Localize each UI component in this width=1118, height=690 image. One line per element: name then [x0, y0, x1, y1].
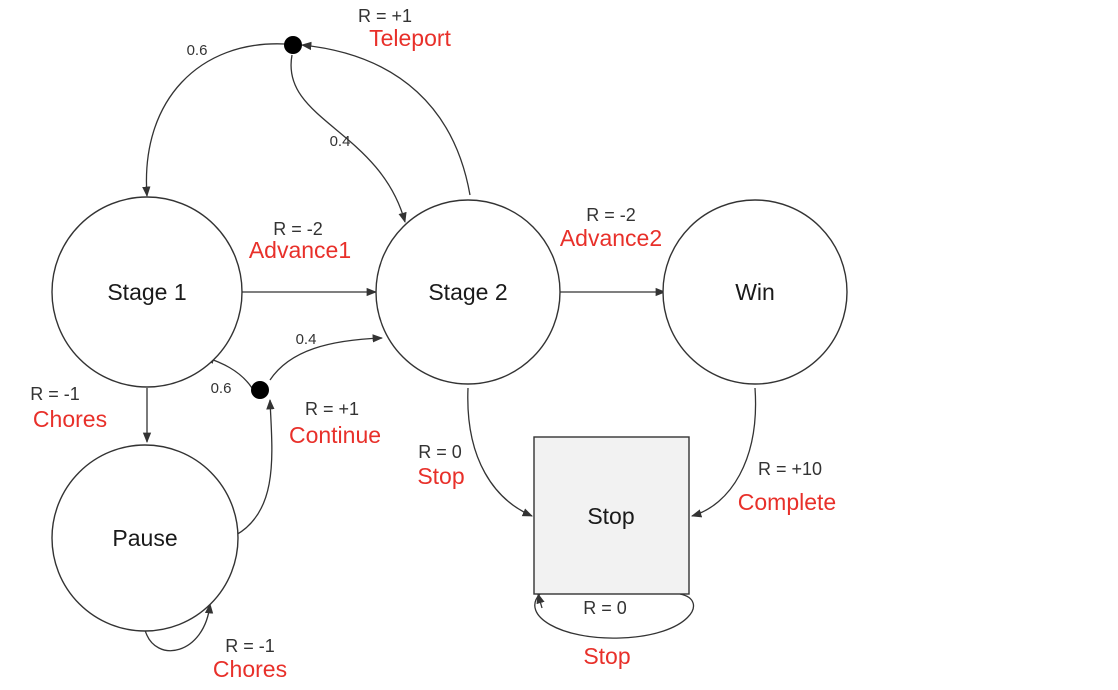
stop-stage2-reward: R = 0 [418, 442, 462, 462]
chores-stage1-action: Chores [33, 406, 107, 432]
teleport-chance-node [284, 36, 302, 54]
edge-stop-self-loop [534, 593, 694, 639]
stop-loop-action: Stop [583, 643, 630, 669]
advance1-action: Advance1 [249, 237, 351, 263]
edge-stage2-to-stop [467, 387, 533, 517]
state-stop-label: Stop [587, 503, 634, 529]
edge-pause-self-loop [144, 602, 214, 652]
teleport-action: Teleport [369, 25, 451, 51]
teleport-reward: R = +1 [358, 6, 412, 26]
advance2-reward: R = -2 [586, 205, 636, 225]
edge-continue-to-stage2 [269, 334, 384, 381]
state-stage1: Stage 1 [51, 196, 243, 388]
state-stop: Stop [533, 436, 690, 595]
state-win-label: Win [735, 279, 775, 305]
edge-teleport-to-stage2 [290, 54, 407, 224]
continue-action: Continue [289, 422, 381, 448]
continue-chance-node [251, 381, 269, 399]
advance1-reward: R = -2 [273, 219, 323, 239]
continue-prob-stage2: 0.4 [296, 331, 317, 348]
stop-stage2-action: Stop [417, 463, 464, 489]
state-stage2: Stage 2 [375, 199, 561, 385]
state-pause: Pause [51, 444, 239, 632]
teleport-prob-stage1: 0.6 [187, 42, 208, 59]
chores-pause-reward: R = -1 [225, 636, 275, 656]
complete-reward: R = +10 [758, 459, 822, 479]
state-stage2-label: Stage 2 [428, 279, 507, 305]
edge-pause-to-continue-node [235, 398, 275, 536]
edge-win-to-stop [691, 387, 757, 518]
advance2-action: Advance2 [560, 225, 662, 251]
edge-stop-self-loop-head [536, 593, 545, 609]
state-win: Win [662, 199, 848, 385]
teleport-prob-stage2: 0.4 [330, 133, 351, 150]
continue-prob-stage1: 0.6 [211, 380, 232, 397]
state-pause-label: Pause [112, 525, 177, 551]
stop-loop-reward: R = 0 [583, 598, 627, 618]
edge-stage2-to-teleport-node [300, 41, 471, 196]
continue-reward: R = +1 [305, 399, 359, 419]
edge-teleport-to-stage1 [142, 43, 286, 198]
chores-stage1-reward: R = -1 [30, 384, 80, 404]
chores-pause-action: Chores [213, 656, 287, 682]
complete-action: Complete [738, 489, 836, 515]
state-stage1-label: Stage 1 [107, 279, 186, 305]
